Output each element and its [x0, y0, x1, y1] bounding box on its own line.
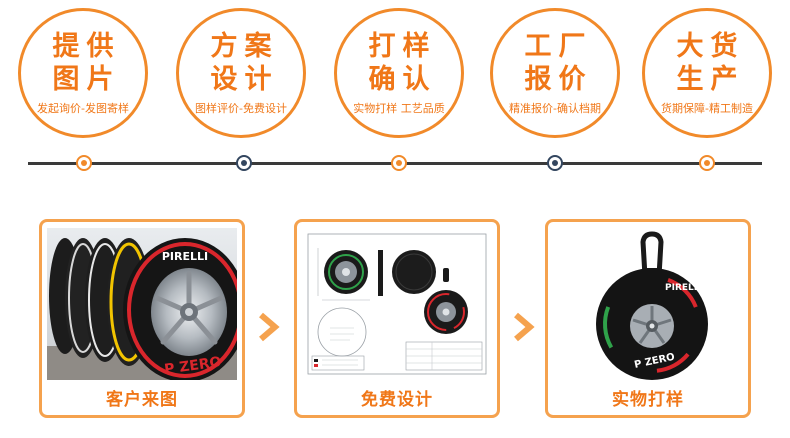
step-title-line2: 设计: [210, 64, 279, 95]
design-drawing-image: [307, 233, 487, 375]
card-label: 实物打样: [612, 390, 684, 410]
step-title-line2: 生产: [676, 64, 745, 95]
step-circle-sample: 打样 确认 实物打样 工艺品质: [334, 8, 464, 138]
card-label: 客户来图: [106, 390, 178, 410]
step-title-line2: 图片: [52, 64, 121, 95]
timeline-dot: [699, 155, 715, 171]
step-title-line1: 方案: [210, 31, 279, 62]
card-physical-sample: PIRELLI P ZERO 实物打样: [545, 219, 751, 418]
timeline-dot: [391, 155, 407, 171]
step-circle-design: 方案 设计 图样评价-免费设计: [176, 8, 306, 138]
timeline-dot: [76, 155, 92, 171]
luggage-tag-image: PIRELLI P ZERO: [596, 231, 708, 380]
svg-text:PIRELLI: PIRELLI: [665, 283, 703, 293]
step-title-line1: 提供: [52, 31, 121, 62]
step-title-line1: 大货: [676, 31, 745, 62]
step-subtitle: 实物打样 工艺品质: [353, 102, 445, 115]
timeline-dot: [547, 155, 563, 171]
step-circle-provide-image: 提供 图片 发起询价-发图寄样: [18, 8, 148, 138]
chevron-right-icon: [514, 312, 535, 342]
step-circle-quote: 工厂 报价 精准报价-确认档期: [490, 8, 620, 138]
step-circle-production: 大货 生产 货期保障-精工制造: [642, 8, 772, 138]
svg-text:PIRELLI: PIRELLI: [162, 250, 208, 263]
chevron-right-icon: [259, 312, 280, 342]
step-title-line2: 确认: [368, 64, 437, 95]
tire-photo-image: PIRELLI P ZERO: [47, 228, 237, 380]
step-subtitle: 图样评价-免费设计: [195, 102, 287, 115]
timeline-dot: [236, 155, 252, 171]
svg-text:P ZERO: P ZERO: [163, 354, 222, 378]
step-subtitle: 货期保障-精工制造: [661, 102, 753, 115]
card-label: 免费设计: [361, 390, 433, 410]
card-free-design: 免费设计: [294, 219, 500, 418]
step-title-line1: 工厂: [524, 31, 593, 62]
step-title-line2: 报价: [524, 64, 593, 95]
card-customer-image: PIRELLI P ZERO 客户来图: [39, 219, 245, 418]
step-title-line1: 打样: [368, 31, 437, 62]
step-subtitle: 发起询价-发图寄样: [37, 102, 129, 115]
step-subtitle: 精准报价-确认档期: [509, 102, 601, 115]
